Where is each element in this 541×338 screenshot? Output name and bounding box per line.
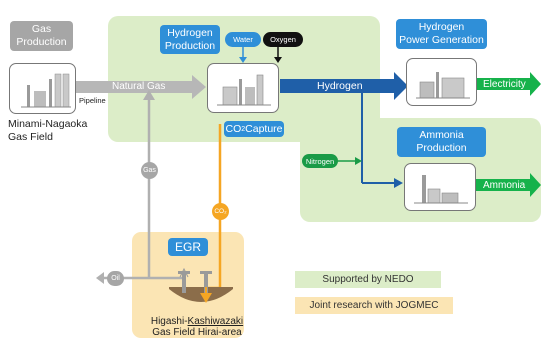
oxygen-arrowhead bbox=[274, 57, 282, 63]
ammonia-output-label: Ammonia bbox=[483, 180, 526, 191]
reservoir-icon bbox=[169, 267, 233, 303]
pipeline-label: Pipeline bbox=[79, 96, 106, 105]
gas-field-plant bbox=[9, 63, 76, 114]
hydrogen-plant bbox=[207, 63, 279, 113]
power-plant-icon bbox=[416, 72, 470, 99]
gas-production-label: Gas Production bbox=[10, 21, 73, 51]
hydrogen-production-label: Hydrogen Production bbox=[160, 25, 220, 54]
co2-capture-suffix: Capture bbox=[245, 122, 283, 135]
ammonia-plant-icon bbox=[414, 175, 468, 204]
field-name-line2: Gas Field Hirai-area bbox=[152, 327, 242, 338]
water-arrowhead bbox=[239, 57, 247, 63]
hydrogen-flow-label: Hydrogen bbox=[317, 80, 363, 92]
co2-badge: CO₂ bbox=[212, 203, 229, 220]
egr-label: EGR bbox=[168, 238, 208, 256]
water-badge: Water bbox=[225, 32, 261, 47]
ammonia-feed-arrowhead bbox=[394, 178, 403, 188]
field-name-underlined: Kashiwazaki bbox=[187, 316, 244, 327]
ammonia-plant bbox=[404, 163, 476, 211]
field-name-prefix: Higashi- bbox=[150, 316, 188, 327]
legend-nedo: Supported by NEDO bbox=[295, 271, 441, 288]
hydrogen-plant-icon bbox=[217, 74, 271, 106]
power-plant bbox=[406, 58, 477, 106]
co2-capture-subscript: 2 bbox=[241, 125, 246, 133]
hydrogen-arrow bbox=[280, 72, 408, 100]
oil-arrowhead bbox=[96, 272, 104, 284]
ammonia-production-label: Ammonia Production bbox=[397, 127, 486, 157]
minami-nagaoka-field-label: Minami-Nagaoka Gas Field bbox=[8, 118, 88, 143]
higashi-kashiwazaki-field-label: Higashi-Kashiwazaki Gas Field Hirai-area bbox=[137, 316, 257, 338]
legend-jogmec: Joint research with JOGMEC bbox=[295, 297, 453, 314]
hydrogen-power-generation-label: Hydrogen Power Generation bbox=[396, 19, 487, 49]
electricity-label: Electricity bbox=[483, 79, 526, 90]
nitrogen-badge: Nitrogen bbox=[302, 154, 338, 168]
oil-badge: Oil bbox=[107, 271, 124, 286]
gas-return-badge: Gas bbox=[141, 162, 158, 179]
ammonia-arrow bbox=[476, 173, 541, 197]
natural-gas-label: Natural Gas bbox=[112, 81, 166, 92]
co2-capture-prefix: CO bbox=[225, 122, 242, 135]
gas-return-arrowhead bbox=[143, 90, 155, 100]
gas-plant-icon bbox=[21, 73, 71, 108]
nitrogen-arrowhead bbox=[355, 157, 362, 165]
oxygen-badge: Oxygen bbox=[263, 32, 303, 47]
electricity-arrow bbox=[476, 72, 541, 96]
natural-gas-arrow bbox=[72, 75, 206, 99]
